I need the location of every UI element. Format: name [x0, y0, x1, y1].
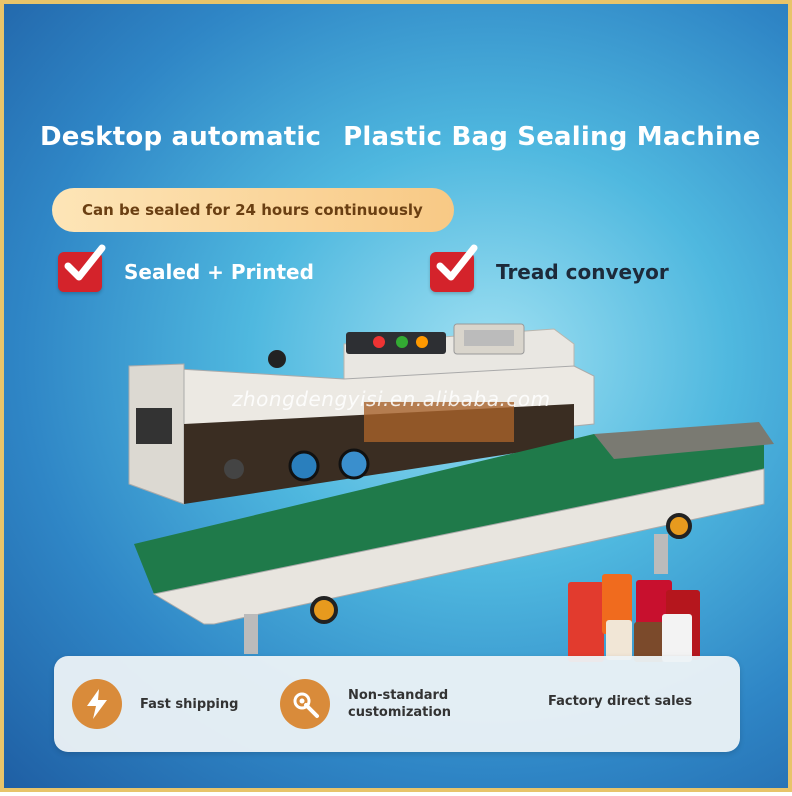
headline-part1: Desktop automatic: [40, 122, 322, 152]
benefit-customization: Non-standard customization: [280, 679, 451, 729]
watermark: zhongdengyisi.en.alibaba.com: [232, 387, 551, 411]
benefit-fast-shipping: Fast shipping: [72, 679, 238, 729]
headline-part2: Plastic Bag Sealing Machine: [343, 122, 761, 152]
pill-text: Can be sealed for 24 hours continuously: [82, 201, 423, 219]
benefit-label: Factory direct sales: [548, 694, 693, 709]
feature-tread-conveyor: Tread conveyor: [430, 244, 669, 292]
checkmark-icon: [58, 244, 106, 292]
benefit-label: Non-standard customization: [348, 688, 452, 720]
feature-label: Tread conveyor: [496, 260, 669, 284]
sealing-machine-image: [128, 323, 774, 654]
feature-sealed-printed: Sealed + Printed: [58, 244, 314, 292]
lightning-icon: [72, 679, 122, 729]
headline: Desktop automatic Plastic Bag Sealing Mac…: [40, 122, 768, 152]
product-banner: Desktop automatic Plastic Bag Sealing Mac…: [4, 4, 788, 788]
benefit-factory-direct: Factory direct sales: [548, 693, 692, 710]
benefits-bar: Fast shipping Non-standard customization…: [54, 656, 740, 752]
benefit-label: Fast shipping: [140, 696, 239, 712]
continuous-sealing-pill: Can be sealed for 24 hours continuously: [52, 188, 454, 232]
packaging-samples-image: [568, 574, 700, 662]
feature-label: Sealed + Printed: [124, 260, 314, 284]
checkmark-icon: [430, 244, 478, 292]
gear-wrench-icon: [280, 679, 330, 729]
